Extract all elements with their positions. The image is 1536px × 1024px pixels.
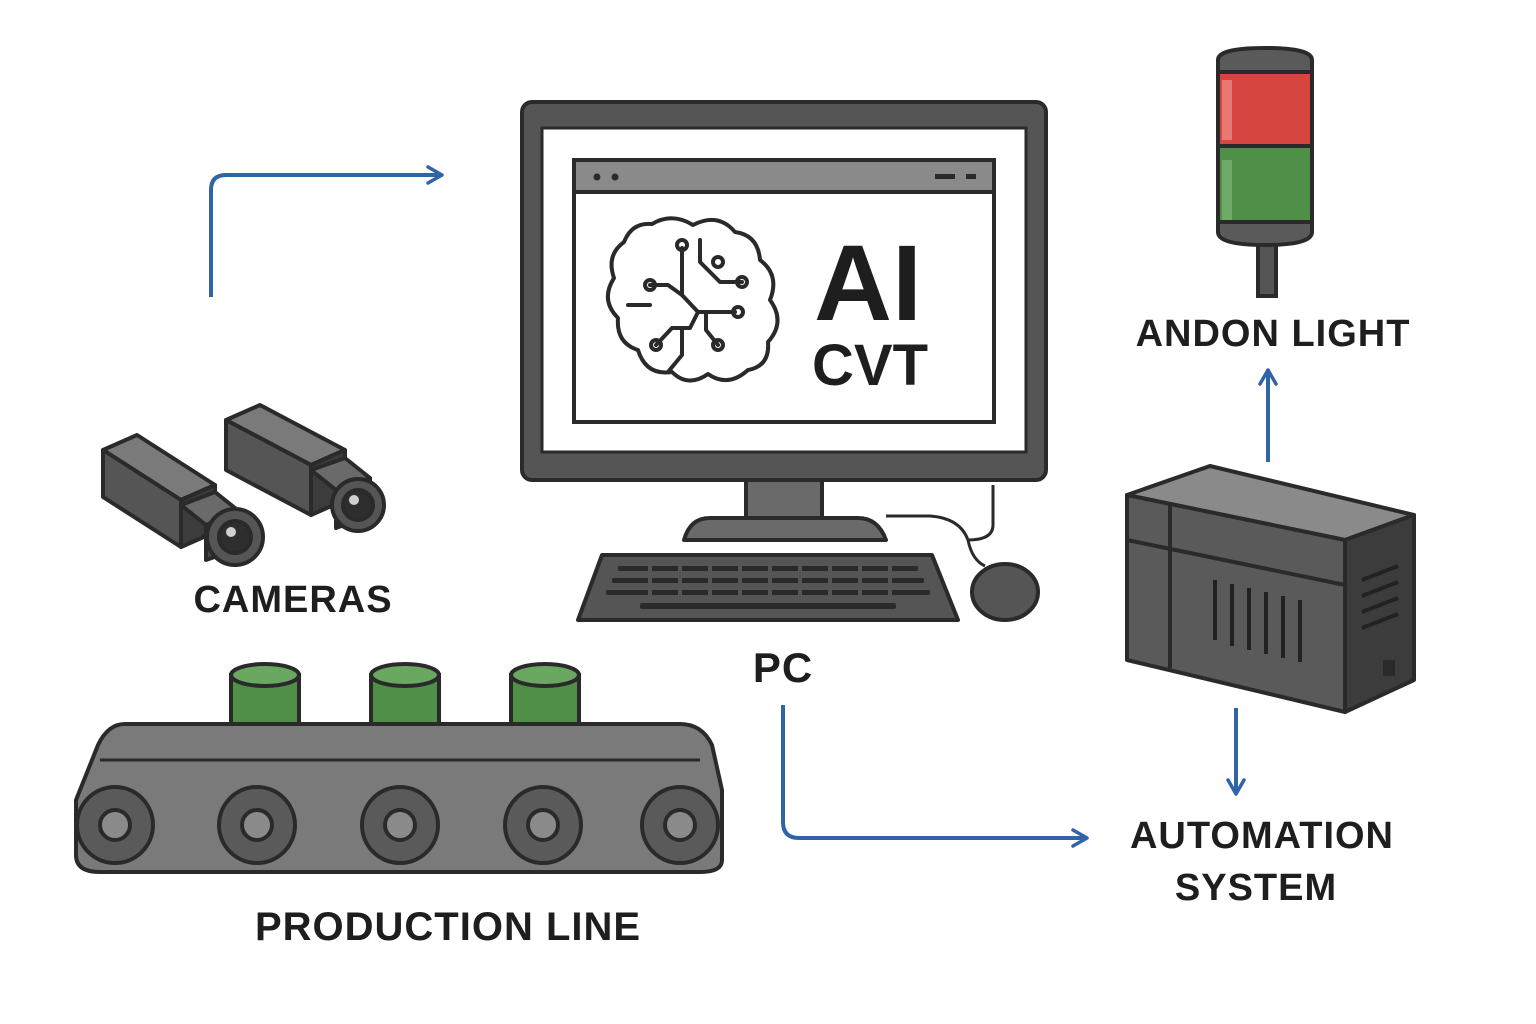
brain-circuit-icon [606, 216, 780, 383]
automation-system-label-line1: AUTOMATION [1130, 815, 1394, 857]
cameras-label: CAMERAS [193, 579, 392, 621]
industrial-camera-icon [101, 403, 386, 567]
arrow-pc-to-automation [781, 705, 1089, 848]
arrow-cameras-to-pc [209, 165, 444, 297]
plc-controller-icon [1125, 464, 1416, 714]
conveyor-belt-icon [74, 662, 724, 874]
stack-light-icon [1216, 45, 1314, 298]
screen-title: AI [814, 222, 922, 343]
screen-subtitle: CVT [812, 333, 928, 398]
desktop-monitor-icon [520, 100, 1048, 542]
automation-system-label-line2: SYSTEM [1175, 867, 1337, 909]
andon-light-label: ANDON LIGHT [1136, 313, 1411, 355]
mouse-icon [886, 485, 1040, 622]
pc-label: PC [753, 644, 813, 691]
keyboard-icon [576, 553, 960, 622]
production-line-label: PRODUCTION LINE [255, 905, 641, 949]
